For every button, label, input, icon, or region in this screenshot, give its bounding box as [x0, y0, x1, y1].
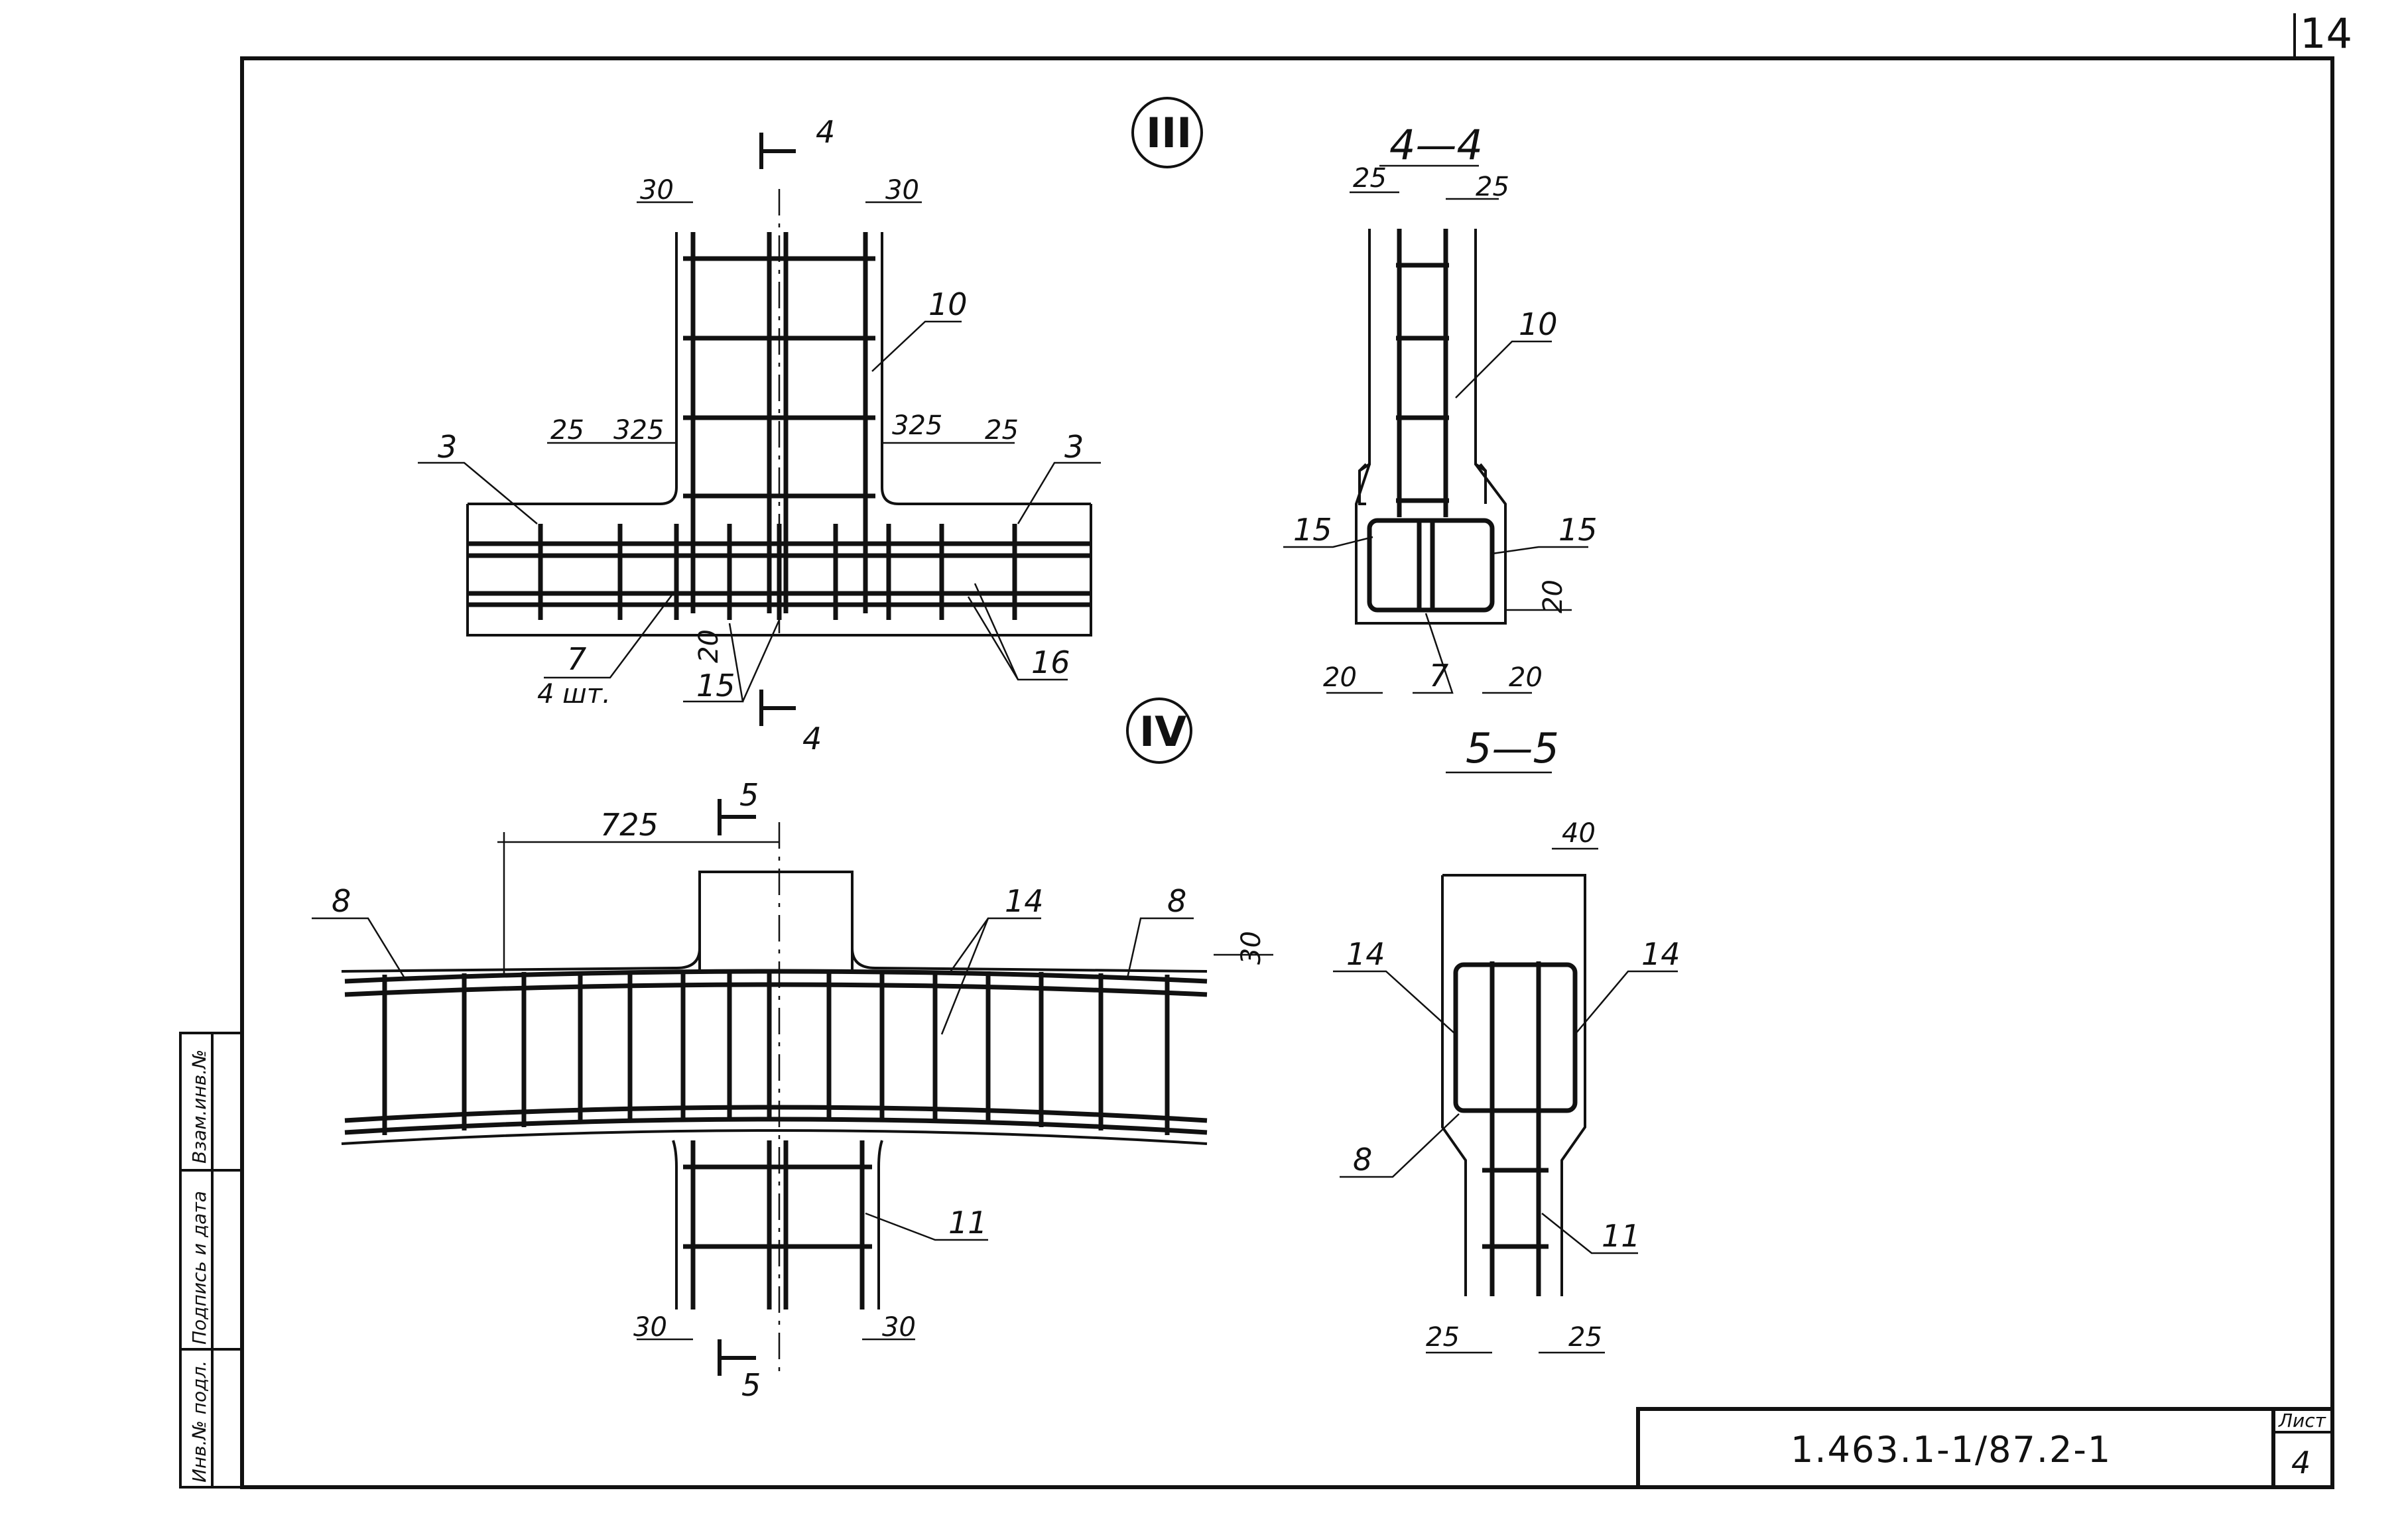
node-4-dim-725: 725 [600, 807, 659, 843]
approval-stamp: Взам.инв.№ Подпись и дата Инв.№ подл. [179, 1032, 243, 1489]
node-4-dim-30-right: 30 [882, 1312, 916, 1343]
node-3-callout-15: 15 [696, 668, 735, 703]
node-4-dim-30-top: 30 [1236, 931, 1267, 965]
node-4-section-ref-top: 5 [739, 777, 759, 813]
title-block: 1.463.1-1/87.2-1 Лист 4 [1636, 1407, 2334, 1489]
section-5-5-callout-14-right: 14 [1641, 936, 1680, 972]
node-4-dim-30-left: 30 [633, 1312, 667, 1343]
node-4-callout-8-right: 8 [1167, 883, 1186, 919]
stamp-cell-1: Инв.№ подл. [188, 1361, 210, 1483]
section-4-4-callout-15-right: 15 [1558, 512, 1598, 548]
node-3-callout-3-left: 3 [438, 429, 457, 465]
section-5-5-dim-40: 40 [1562, 818, 1596, 849]
node-4-label: IV [1139, 707, 1186, 756]
section-4-4-callout-7: 7 [1429, 658, 1448, 694]
sheet-label: Лист [2278, 1410, 2326, 1431]
node-3-dim-20: 20 [694, 629, 724, 663]
section-5-5-dim-25-right: 25 [1568, 1322, 1602, 1353]
section-4-4-dim-25-left: 25 [1353, 163, 1387, 194]
node-3-label: III [1146, 109, 1192, 157]
node-3-dim-25-right: 25 [985, 415, 1019, 446]
section-5-5-title: 5—5 [1466, 724, 1559, 772]
page-number: 14 [2300, 9, 2352, 58]
section-5-5-callout-11: 11 [1602, 1218, 1641, 1254]
node-3-view: III 4 [418, 97, 1203, 757]
sheet-frame [240, 56, 2334, 1489]
node-4-callout-11: 11 [948, 1205, 987, 1241]
section-5-5-callout-8: 8 [1353, 1142, 1372, 1178]
section-4-4-callout-10: 10 [1519, 306, 1558, 342]
node-3-dim-325-left: 325 [613, 415, 664, 446]
node-3-callout-16: 16 [1031, 644, 1070, 680]
sheet-number: 4 [2291, 1445, 2311, 1481]
node-4-view: IV [312, 698, 1273, 1403]
drawing-code: 1.463.1-1/87.2-1 [1791, 1429, 2112, 1471]
node-3-callout-7: 7 [567, 641, 586, 677]
stamp-cell-3: Взам.инв.№ [188, 1050, 210, 1164]
node-3-dim-325-right: 325 [892, 410, 942, 441]
node-3-section-ref-bottom: 4 [802, 721, 822, 757]
node-3-dim-30-right: 30 [885, 175, 919, 206]
node-3-callout-7-qty: 4 шт. [537, 679, 611, 709]
section-5-5-view: 5—5 40 25 25 14 14 8 11 [1333, 724, 1680, 1354]
node-3-dim-25-left: 25 [550, 415, 584, 446]
section-4-4-title: 4—4 [1389, 121, 1483, 169]
section-4-4-callout-15-left: 15 [1293, 512, 1332, 548]
section-4-4-dim-20-side: 20 [1538, 579, 1568, 613]
node-4-callout-14: 14 [1005, 883, 1044, 919]
node-3-section-ref-top: 4 [816, 114, 835, 150]
node-4-marker [1126, 698, 1192, 764]
node-3-callout-10: 10 [928, 286, 968, 322]
section-4-4-dim-25-right: 25 [1476, 172, 1509, 202]
stamp-cell-2: Подпись и дата [188, 1191, 210, 1345]
node-3-dim-30-left: 30 [640, 175, 674, 206]
node-3-callout-3-right: 3 [1064, 429, 1084, 465]
section-5-5-callout-14-left: 14 [1346, 936, 1385, 972]
section-4-4-dim-20-right: 20 [1509, 662, 1543, 693]
section-4-4-dim-20-left: 20 [1323, 662, 1357, 693]
node-3-marker [1131, 97, 1203, 168]
node-4-section-ref-bottom: 5 [741, 1367, 761, 1403]
section-4-4-view: 4—4 25 25 20 20 20 10 15 15 7 [1283, 121, 1598, 694]
section-5-5-dim-25-left: 25 [1426, 1322, 1460, 1353]
node-4-callout-8-left: 8 [332, 883, 351, 919]
